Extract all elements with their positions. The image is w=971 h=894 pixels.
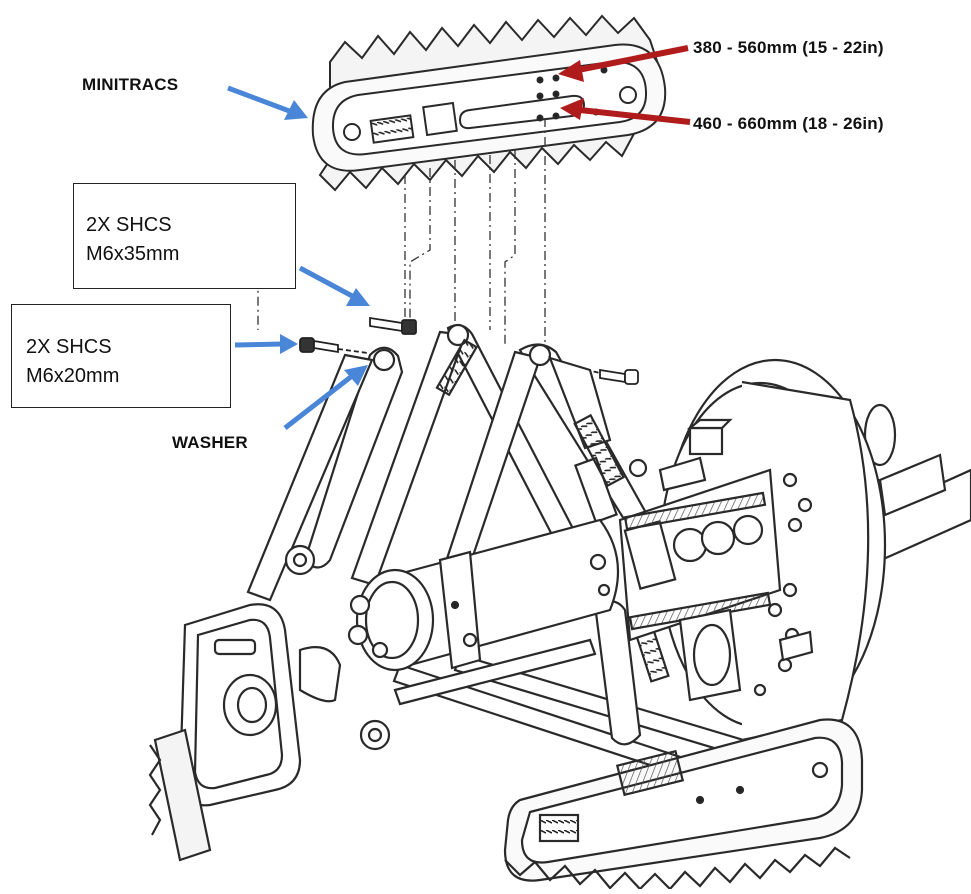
center-cylinder [347,518,620,672]
label-washer: WASHER [172,433,248,452]
callout-shcs-m6x35-line2: M6x35mm [86,243,180,265]
callout-shcs-m6x35-line1: 2X SHCS [86,214,172,236]
callout-shcs-m6x20: 2X SHCS M6x20mm [11,304,231,408]
assembly-guide-lines [234,118,546,345]
arrow-minitracs [227,85,308,120]
screw-m6x35-right [577,367,639,385]
carriage-plate [589,456,782,702]
arrow-range-long [560,98,691,125]
callout-shcs-m6x20-line2: M6x20mm [26,365,120,387]
minitrac-track-lower-left [148,544,391,862]
arrow-range-short [558,45,689,82]
callout-shcs-m6x20-line1: 2X SHCS [26,336,112,358]
minitrac-track-top [311,14,667,192]
screw-m6x20 [299,337,369,354]
arrow-shcs-35 [298,265,370,306]
label-range-short: 380 - 560mm (15 - 22in) [693,38,884,57]
minitrac-track-bottom [503,718,864,891]
arrow-shcs-20 [234,334,298,354]
label-minitracs: MINITRACS [82,75,179,94]
callout-shcs-m6x35: 2X SHCS M6x35mm [73,183,296,289]
arrow-washer [283,365,368,430]
screw-m6x35-upper [369,316,417,335]
label-range-long: 460 - 660mm (18 - 26in) [693,114,884,133]
